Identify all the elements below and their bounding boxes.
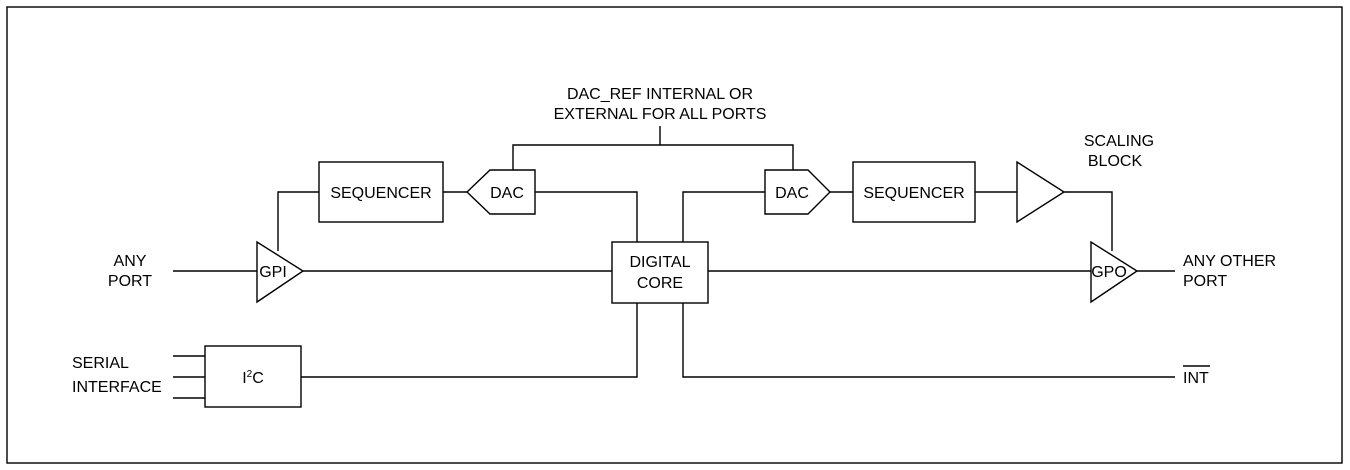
scaling-label-line2: BLOCK <box>1088 153 1143 170</box>
core-label-line2: CORE <box>637 275 683 292</box>
any-other-port-line1: ANY OTHER <box>1183 253 1276 270</box>
any-port-line2: PORT <box>108 273 152 290</box>
wire-scaling-to-gpo <box>1064 191 1113 251</box>
gpi-label: GPI <box>259 264 287 281</box>
right-sequencer-label: SEQUENCER <box>863 185 964 202</box>
wire-dac-to-core <box>535 191 638 242</box>
i2c-block <box>204 345 302 408</box>
gpo-label: GPO <box>1091 264 1127 281</box>
right-dac-block <box>764 169 831 215</box>
ref-note-line1: DAC_REF INTERNAL OR <box>567 86 753 103</box>
i2c-label-main: I <box>242 370 246 387</box>
digital-core-block <box>611 241 709 304</box>
left-sequencer-block <box>318 161 444 223</box>
serial-label-line2: INTERFACE <box>72 379 162 396</box>
i2c-label: I2C <box>242 369 264 387</box>
wire-core-to-int <box>682 303 1175 378</box>
i2c-label-superscript: 2 <box>247 369 253 380</box>
left-sequencer-label: SEQUENCER <box>330 185 431 202</box>
wire-i2c-to-core <box>301 303 638 378</box>
scaling-label-line1: SCALING <box>1084 133 1154 150</box>
any-port-line1: ANY <box>114 253 147 270</box>
ref-bus-wire <box>512 144 794 170</box>
any-other-port-line2: PORT <box>1183 273 1227 290</box>
gpi-buffer <box>256 240 305 304</box>
core-label-line1: DIGITAL <box>629 254 690 271</box>
right-dac-label: DAC <box>775 185 809 202</box>
gpo-buffer <box>1090 240 1139 304</box>
int-label: INT <box>1183 370 1209 387</box>
serial-label-line1: SERIAL <box>72 355 129 372</box>
scaling-amplifier <box>1016 160 1066 224</box>
right-sequencer-block <box>852 161 976 223</box>
ref-note-line2: EXTERNAL FOR ALL PORTS <box>554 106 767 123</box>
left-dac-label: DAC <box>490 185 524 202</box>
left-dac-block <box>465 169 536 215</box>
wire-core-to-right-dac <box>682 191 765 242</box>
i2c-label-tail: C <box>252 370 264 387</box>
wire-sequencer-to-gpi <box>277 191 319 251</box>
